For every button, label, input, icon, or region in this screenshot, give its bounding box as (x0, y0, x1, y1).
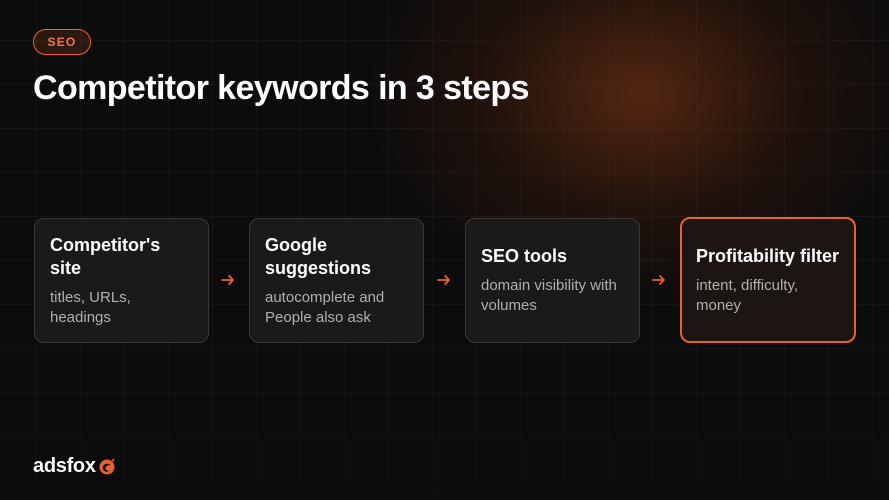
step-card-seo-tools: SEO tools domain visibility with volumes (465, 218, 640, 343)
page-title: Competitor keywords in 3 steps (33, 69, 530, 107)
step-description: intent, difficulty, money (696, 276, 798, 314)
step-description: domain visibility with volumes (481, 277, 617, 314)
step-title: SEO tools (481, 246, 568, 266)
step-title: Competitor's site (50, 234, 161, 278)
category-tag: SEO (33, 29, 91, 55)
step-card-google-suggestions: Google suggestions autocomplete and Peop… (249, 218, 424, 343)
brand-logo: adsfox (33, 453, 117, 479)
step-card-competitor-site: Competitor's site titles, URLs, headings (34, 218, 209, 343)
arrow-right-icon (221, 275, 234, 285)
arrow-right-icon (437, 275, 450, 285)
arrow-right-icon (652, 275, 665, 285)
step-title: Google suggestions (265, 234, 372, 278)
step-card-profitability-filter: Profitability filter intent, difficulty,… (680, 217, 856, 343)
brand-wordmark: adsfox (33, 454, 96, 477)
step-title: Profitability filter (696, 245, 840, 266)
step-description: titles, URLs, headings (50, 288, 131, 326)
fox-swirl-icon (99, 458, 115, 475)
step-description: autocomplete and People also ask (265, 288, 385, 326)
